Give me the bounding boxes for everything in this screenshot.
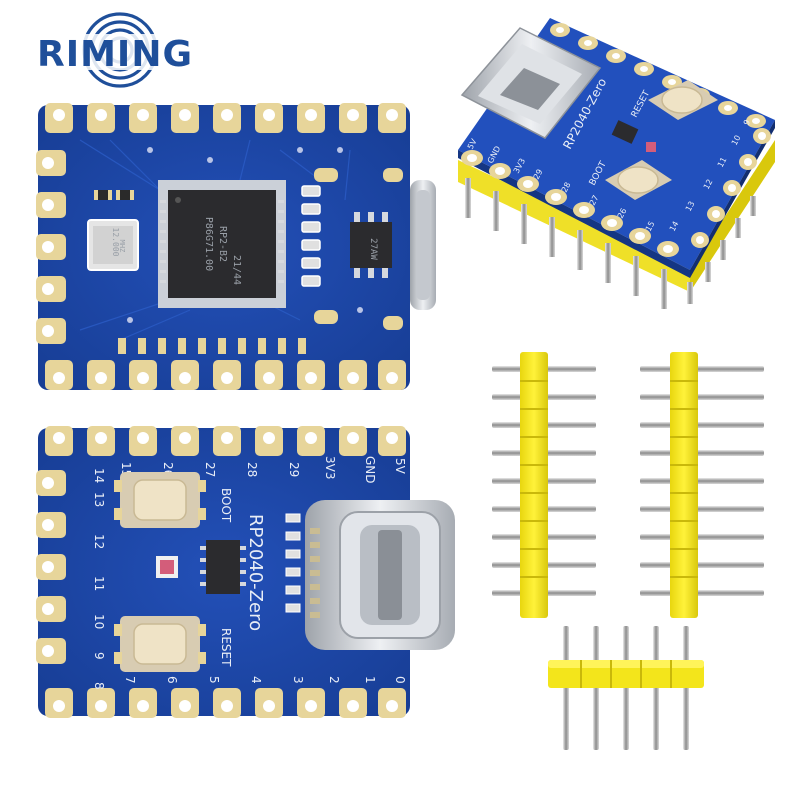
pin-label: 0 (393, 676, 407, 684)
chip-marking-3: P86G71.00 (203, 217, 214, 271)
pin-header-right (640, 352, 764, 618)
pin-label-5v: 5V (393, 458, 407, 475)
angled-pin-label: 11 (716, 156, 729, 169)
front-pads-left (36, 470, 66, 664)
angled-header-strips (458, 140, 775, 292)
front-left-pin-labels: 14 13 12 11 10 9 8 (92, 468, 106, 690)
boot-label: BOOT (219, 488, 233, 523)
angled-boot-button (605, 160, 672, 200)
pin-label: 2 (327, 676, 341, 684)
rp2040-chip: RP2-B2 21/44 P86G71.00 (158, 180, 286, 308)
pin-label: 11 (92, 576, 106, 591)
pin-label: 3 (291, 676, 305, 684)
pin-header-short (548, 626, 704, 750)
regulator-marking: 27AW (368, 238, 378, 260)
angled-flash-chip (611, 120, 639, 144)
pin-label: 27 (203, 462, 217, 477)
pin-header-left (492, 352, 596, 618)
board-back: 12.000 MHZ RP2-B2 21/44 P86G71.00 (36, 103, 436, 390)
pin-label-3v3: 3V3 (323, 456, 337, 479)
pin-label: 12 (92, 534, 106, 549)
angled-pin-label: 14 (668, 220, 681, 233)
pin-label: 4 (249, 676, 263, 684)
angled-pin-label: 9 (742, 118, 752, 127)
passive-components (301, 168, 403, 330)
front-pads-bottom (45, 688, 406, 718)
castellated-pads-bottom (45, 360, 406, 390)
pin-label-gnd: GND (363, 456, 377, 484)
pin-label: 14 (92, 468, 106, 483)
angled-pin-label: 29 (532, 168, 545, 181)
pin-label: 10 (92, 614, 106, 629)
brand-name: RIMING (37, 34, 193, 75)
crystal-marking-1: 12.000 (111, 228, 120, 257)
board-angled: RP2040-Zero RESET BOOT GND 3V3 5V 29 28 … (458, 18, 775, 309)
brand-logo: RIMING (36, 12, 196, 88)
usb-c-connector-edge (410, 180, 436, 310)
flash-chip (200, 540, 246, 594)
angled-pads-right (691, 128, 771, 248)
chip-marking-1: RP2-B2 (217, 226, 228, 262)
angled-pin-label: 28 (560, 181, 573, 194)
angled-pin-label: 12 (702, 178, 715, 191)
usb-c-port (305, 500, 455, 650)
angled-pin-label: 26 (616, 207, 629, 220)
angled-pin-label: 27 (588, 194, 601, 207)
pin-label: 13 (92, 492, 106, 507)
pin-label: 7 (123, 676, 137, 684)
angled-pads-front (461, 150, 679, 257)
board-front: 14 13 12 11 10 9 8 15 26 27 28 29 3V3 GN… (36, 426, 455, 718)
rgb-led (156, 556, 178, 578)
pin-label: 29 (287, 462, 301, 477)
angled-pin-label: 13 (684, 200, 697, 213)
angled-header-pins (465, 178, 756, 309)
pin-label: 1 (363, 676, 377, 684)
pin-label: 9 (92, 652, 106, 660)
front-pads-top (45, 426, 406, 456)
boot-button (114, 472, 206, 528)
angled-rgb-led (646, 142, 656, 152)
angled-usb-c-port (460, 27, 602, 139)
voltage-regulator: 27AW (350, 212, 392, 278)
castellated-pads-left (36, 150, 66, 344)
angled-pin-label: 15 (644, 220, 657, 233)
reset-label: RESET (219, 628, 233, 667)
angled-pin-label: 10 (730, 134, 743, 147)
pin-label: 8 (92, 682, 106, 690)
reset-button (114, 616, 206, 672)
model-label: RP2040-Zero (245, 514, 266, 631)
pin-label: 6 (165, 676, 179, 684)
castellated-pads-top (45, 103, 406, 133)
crystal-marking-2: MHZ (118, 240, 126, 253)
pin-label: 5 (207, 676, 221, 684)
angled-reset-button (648, 80, 718, 120)
pin-label: 28 (245, 462, 259, 477)
crystal-oscillator: 12.000 MHZ (87, 219, 139, 271)
front-bottom-pin-labels: 7 6 5 4 3 2 1 0 (123, 676, 407, 684)
chip-marking-2: 21/44 (231, 255, 242, 285)
